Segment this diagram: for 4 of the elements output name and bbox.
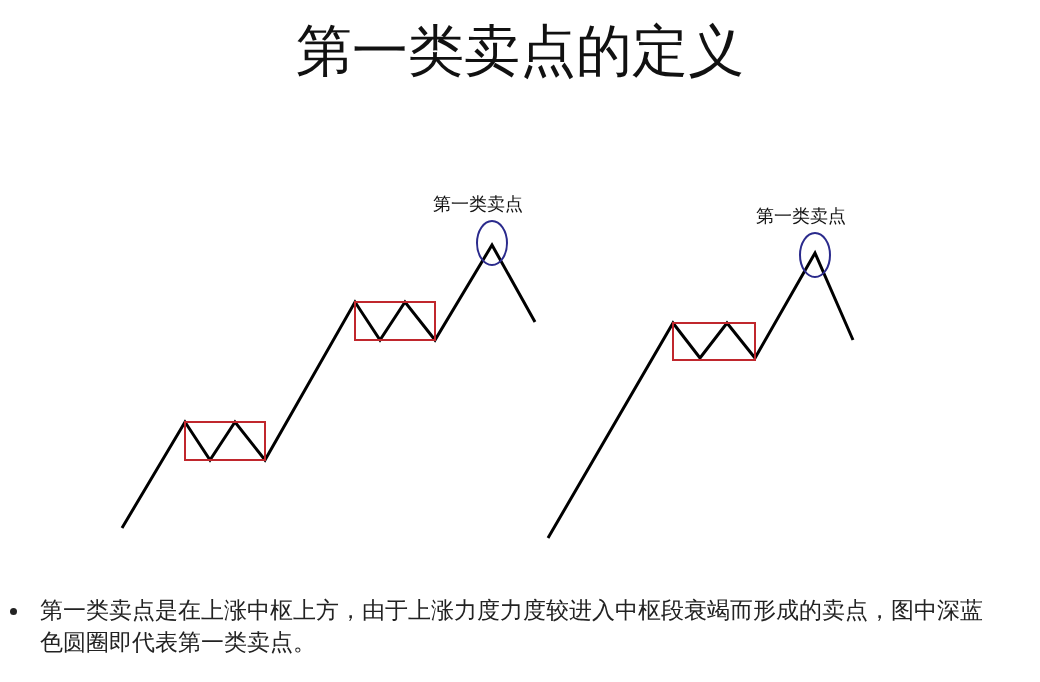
sell-point-label: 第一类卖点 <box>756 204 846 228</box>
diagram-title: 第一类卖点的定义 <box>295 17 745 85</box>
sell-point-label: 第一类卖点 <box>433 192 523 216</box>
note-paragraph: 第一类卖点是在上涨中枢上方，由于上涨力度力度较进入中枢段衰竭而形成的卖点，图中深蓝色圆圈即代表第一类卖点。 <box>40 596 984 657</box>
